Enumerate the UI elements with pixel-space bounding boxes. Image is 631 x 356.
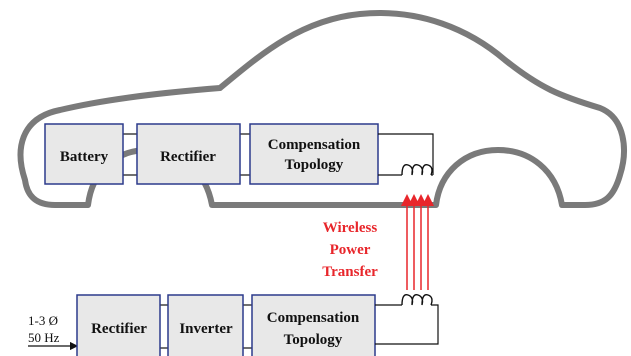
ground-compensation-label-line2: Topology bbox=[284, 332, 343, 348]
input-frequency-label: 50 Hz bbox=[28, 330, 60, 345]
transmitter-coil-icon bbox=[401, 294, 433, 306]
wpt-label-line1: Wireless bbox=[323, 220, 378, 236]
wireless-power-transfer-label: Wireless Power Transfer bbox=[322, 220, 378, 280]
wpt-label-line2: Power bbox=[330, 242, 371, 258]
ground-inverter-block: Inverter bbox=[167, 294, 244, 356]
vehicle-rectifier-label: Rectifier bbox=[160, 149, 216, 165]
wireless-flux-arrows-icon bbox=[401, 194, 434, 290]
vehicle-compensation-label-line2: Topology bbox=[285, 157, 344, 173]
receiver-coil-icon bbox=[401, 164, 433, 176]
wpt-label-line3: Transfer bbox=[322, 264, 378, 280]
ground-compensation-label-line1: Compensation bbox=[267, 310, 360, 326]
ground-compensation-block: Compensation Topology bbox=[251, 294, 376, 356]
ground-rectifier-block: Rectifier bbox=[76, 294, 161, 356]
ground-inverter-label: Inverter bbox=[179, 321, 233, 337]
vehicle-rectifier-block: Rectifier bbox=[136, 123, 241, 185]
vehicle-battery-block: Battery bbox=[44, 123, 124, 185]
vehicle-battery-label: Battery bbox=[60, 149, 109, 165]
vehicle-compensation-block: Compensation Topology bbox=[249, 123, 379, 185]
ground-rectifier-label: Rectifier bbox=[91, 321, 147, 337]
input-phase-label: 1-3 Ø bbox=[28, 313, 58, 328]
vehicle-compensation-label-line1: Compensation bbox=[268, 137, 361, 153]
ground-wire-to-coil-bottom bbox=[375, 304, 439, 345]
vehicle-wire-to-coil-top bbox=[378, 133, 434, 175]
